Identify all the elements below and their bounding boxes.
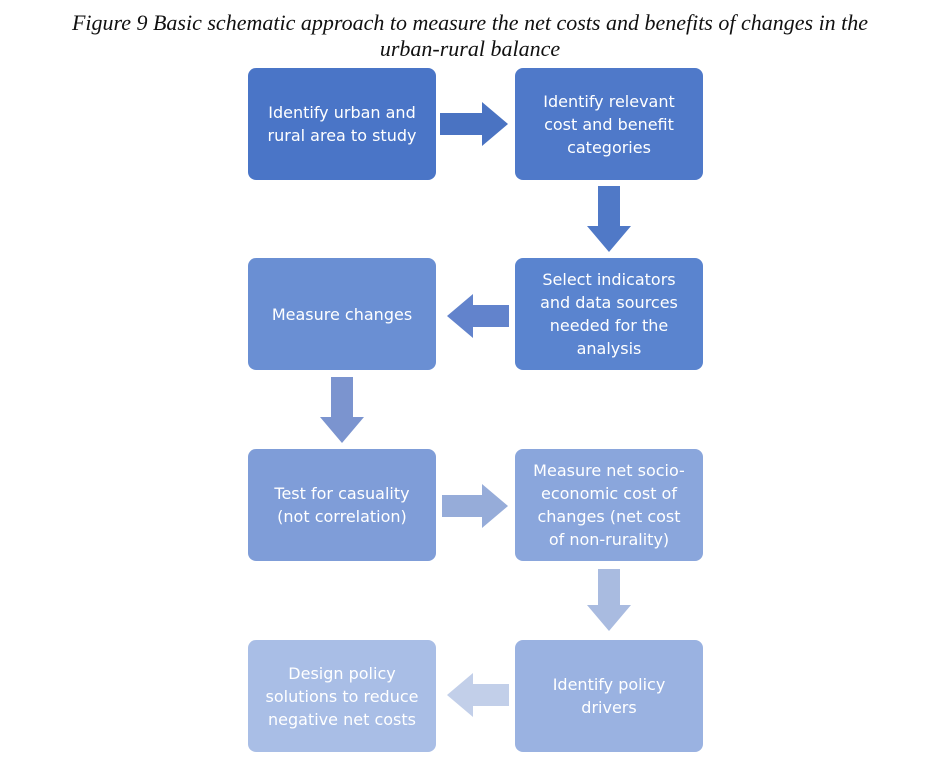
step-design-solutions: Design policy solutions to reduce negati… xyxy=(248,640,436,752)
arrow-down-3 xyxy=(587,569,631,631)
arrow-right-1 xyxy=(440,102,508,146)
step-identify-drivers: Identify policy drivers xyxy=(515,640,703,752)
arrow-left-2 xyxy=(447,673,509,717)
arrow-down-2 xyxy=(320,377,364,443)
arrow-left-1 xyxy=(447,294,509,338)
step-identify-categories: Identify relevant cost and benefit categ… xyxy=(515,68,703,180)
step-measure-changes: Measure changes xyxy=(248,258,436,370)
caption-line-1: Figure 9 Basic schematic approach to mea… xyxy=(71,10,869,35)
figure-caption: Figure 9 Basic schematic approach to mea… xyxy=(20,10,920,62)
step-identify-area: Identify urban and rural area to study xyxy=(248,68,436,180)
arrow-right-2 xyxy=(442,484,508,528)
step-test-causality: Test for casuality (not correlation) xyxy=(248,449,436,561)
caption-line-2: urban-rural balance xyxy=(379,36,561,61)
step-select-indicators: Select indicators and data sources neede… xyxy=(515,258,703,370)
arrow-down-1 xyxy=(587,186,631,252)
step-measure-net-cost: Measure net socio- economic cost of chan… xyxy=(515,449,703,561)
